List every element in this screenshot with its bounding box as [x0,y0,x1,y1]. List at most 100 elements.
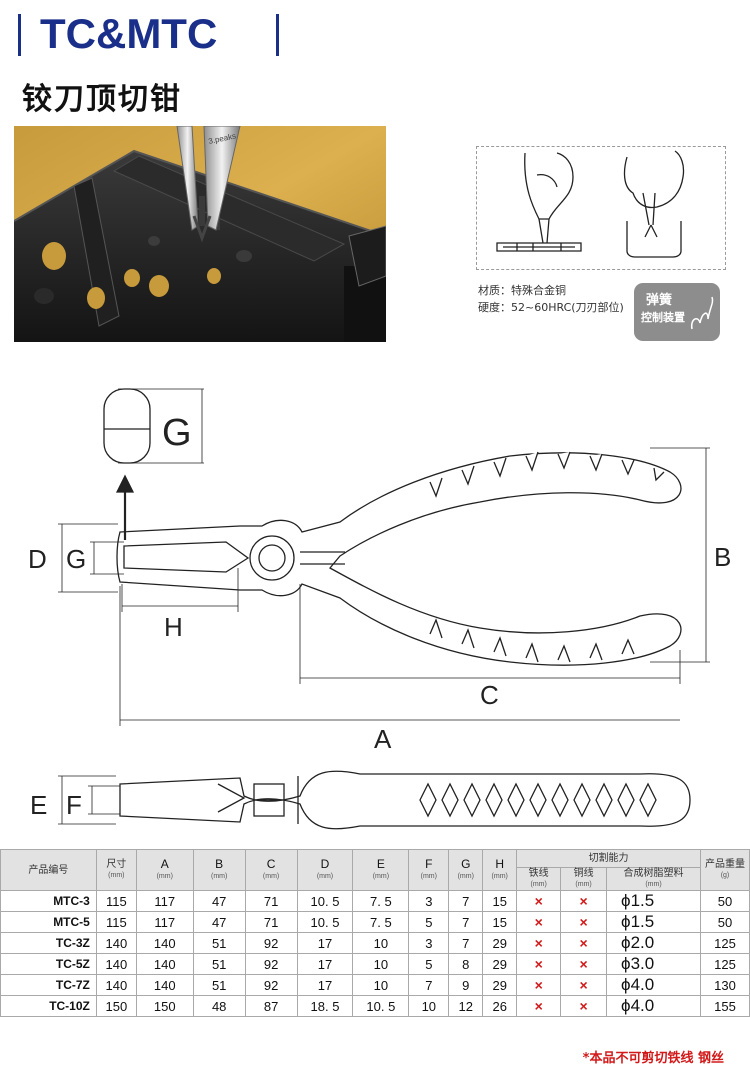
cell-model: MTC-3 [0,890,97,912]
cell-f: 3 [408,890,450,912]
cell-size: 115 [95,911,137,933]
cell-weight: 125 [699,953,750,975]
cell-iron: × [516,890,562,912]
cell-copper: × [560,995,608,1017]
cell-size: 140 [95,974,137,996]
label-a: A [374,724,392,754]
cell-iron: × [516,953,562,975]
cell-d: 17 [296,932,354,954]
cell-resin: ϕ1.5 [606,911,701,933]
cell-f: 3 [408,932,450,954]
cell-e: 10. 5 [352,995,410,1017]
cell-b: 47 [192,911,246,933]
cell-a: 140 [135,953,194,975]
pivot-outer [249,535,295,581]
header-g: G(mm) [448,849,484,891]
product-title: 铰刀顶切钳 [22,82,182,117]
cell-iron: × [516,932,562,954]
cell-size: 150 [95,995,137,1017]
cell-h: 15 [482,911,518,933]
header-b: B(mm) [192,849,246,891]
label-c: C [480,680,499,710]
cell-a: 140 [135,932,194,954]
header-c: C(mm) [244,849,298,891]
cell-a: 150 [135,995,194,1017]
cell-copper: × [560,932,608,954]
brand-bar-right [276,14,279,56]
cell-h: 29 [482,932,518,954]
spring-badge: 弹簧 控制装置 [634,283,720,341]
cell-g: 7 [448,932,484,954]
cell-a: 117 [135,890,194,912]
cell-resin: ϕ2.0 [606,932,701,954]
cell-resin: ϕ3.0 [606,953,701,975]
cell-f: 7 [408,974,450,996]
brand-bar-left [18,14,21,56]
header-h: H(mm) [482,849,518,891]
spring-line1: 弹簧 [646,293,673,308]
spec-table: 产品编号 尺寸(mm) A(mm) B(mm) C(mm) D(mm) E(mm… [0,849,750,1017]
warning-note: *本品不可剪切铁线 钢丝 [582,1051,724,1066]
photo-illustration: 3.peaks [14,126,386,342]
cell-c: 87 [244,995,298,1017]
cell-resin: ϕ1.5 [606,890,701,912]
cell-size: 140 [95,953,137,975]
label-e: E [30,790,47,820]
label-g-top: G [162,412,192,454]
dimension-diagram: G D G H B C A E F [28,388,731,830]
cell-d: 18. 5 [296,995,354,1017]
usage-illustration-box [476,146,726,270]
hardness-line: 硬度：52~60HRC(刀刃部位) [478,299,624,315]
header-a: A(mm) [135,849,194,891]
jaw-cross-section [103,388,151,464]
cell-resin: ϕ4.0 [606,995,701,1017]
cell-copper: × [560,974,608,996]
header-model: 产品编号 [0,849,97,891]
cell-b: 51 [192,974,246,996]
cell-iron: × [516,911,562,933]
cell-g: 7 [448,911,484,933]
material-label: 材质： [478,284,511,297]
cell-e: 10 [352,932,410,954]
header-copper: 铜线(mm) [560,867,608,891]
header-resin: 合成树脂塑料(mm) [606,867,701,891]
spring-line2: 控制装置 [641,311,685,324]
cell-c: 92 [244,953,298,975]
label-f: F [66,790,82,820]
cell-f: 10 [408,995,450,1017]
cell-d: 10. 5 [296,890,354,912]
cell-model: TC-7Z [0,974,97,996]
cell-model: MTC-5 [0,911,97,933]
cell-weight: 50 [699,890,750,912]
cell-weight: 155 [699,995,750,1017]
cell-c: 92 [244,932,298,954]
header-d: D(mm) [296,849,354,891]
label-g: G [66,544,86,574]
header-f: F(mm) [408,849,450,891]
material-line: 材质：特殊合金铜 [478,282,566,298]
usage-illustration [496,150,685,258]
cell-e: 7. 5 [352,911,410,933]
hardness-value: 52~60HRC(刀刃部位) [511,301,624,314]
header-e: E(mm) [352,849,410,891]
cell-b: 47 [192,890,246,912]
cell-d: 17 [296,953,354,975]
cell-iron: × [516,995,562,1017]
header-cut-capacity: 切割能力 [516,849,701,868]
cell-e: 7. 5 [352,890,410,912]
pliers-body [116,452,682,666]
cell-g: 8 [448,953,484,975]
cell-model: TC-5Z [0,953,97,975]
cell-model: TC-3Z [0,932,97,954]
cell-e: 10 [352,953,410,975]
product-photo: 3.peaks [14,126,386,342]
cell-g: 7 [448,890,484,912]
cell-g: 12 [448,995,484,1017]
spring-coil-icon [690,296,714,330]
brand-title: TC&MTC [40,10,218,57]
